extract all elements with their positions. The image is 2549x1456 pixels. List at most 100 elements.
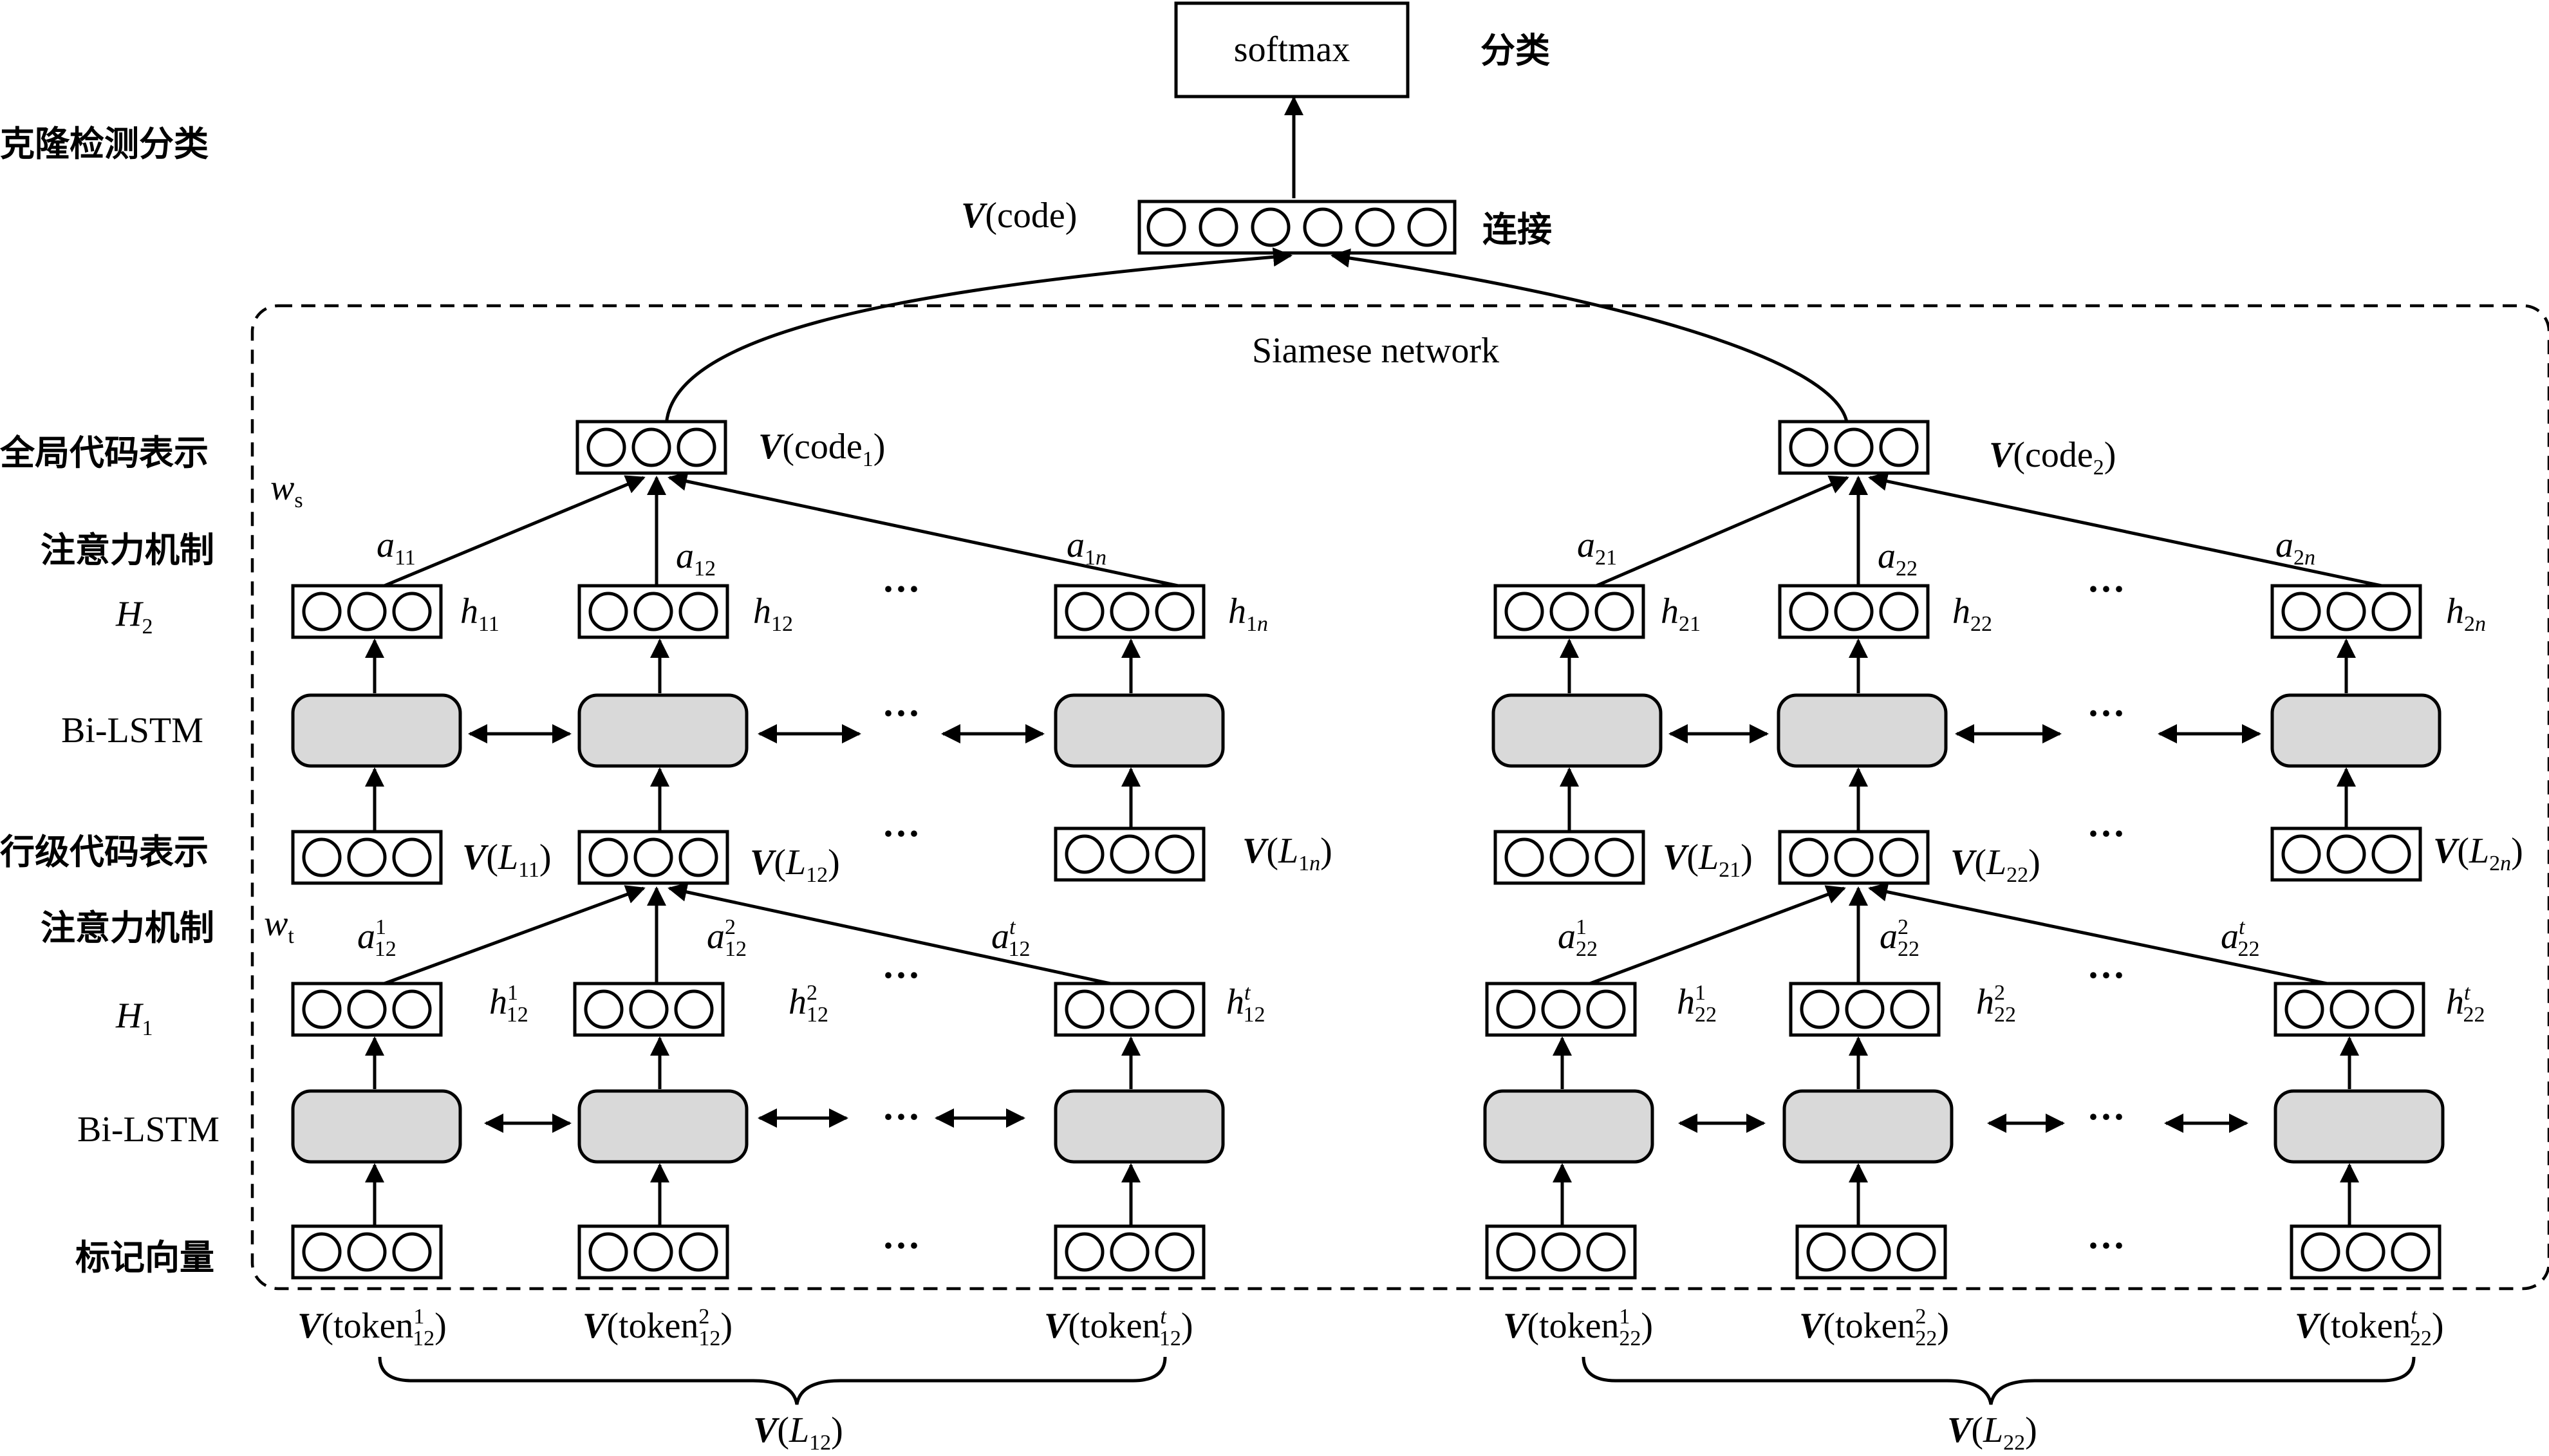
weight-wt: wt <box>264 904 294 948</box>
left-att-bottom-arrow-3 <box>668 882 1111 985</box>
right-h2-label-1: h21 <box>1661 592 1701 636</box>
left-lstm-bottom-cell-3 <box>1054 1089 1225 1164</box>
left-att-top-arrow-3 <box>668 471 1179 588</box>
left-h1-ellipsis: ··· <box>882 954 920 996</box>
right-line-vector-3 <box>2270 826 2422 882</box>
siamese-network-frame <box>250 304 2549 1291</box>
right-h2-vector-2 <box>1778 584 1930 639</box>
svg-text:wt: wt <box>264 904 294 948</box>
right-token-ellipsis: ··· <box>2087 1224 2125 1267</box>
right-code-vector <box>1778 420 1930 475</box>
side-label-attention-bottom: 注意力机制 <box>41 908 214 948</box>
left-lstm-top-ellipsis: ··· <box>882 692 920 734</box>
left-lstm-bottom-ellipsis: ··· <box>882 1096 920 1138</box>
right-h2-label-2: h22 <box>1952 592 1992 636</box>
right-token-vector-2 <box>1795 1224 1947 1280</box>
left-token-ellipsis: ··· <box>882 1224 920 1267</box>
right-lstm-top-ellipsis: ··· <box>2087 692 2125 734</box>
side-label-h1: H1 <box>115 996 153 1040</box>
curve-left-to-concat <box>664 247 1293 429</box>
side-label-bilstm-top: Bi-LSTM <box>61 711 203 751</box>
left-att-bottom-arrow-1 <box>384 885 646 985</box>
right-line-label-2: V(L22) <box>1950 843 2040 887</box>
left-line-vector-1 <box>291 830 443 885</box>
left-h2-label-3: h1n <box>1228 592 1268 636</box>
right-line-label-1: V(L21) <box>1663 837 1753 882</box>
side-label-h2: H2 <box>115 594 153 639</box>
side-label-bilstm-bottom: Bi-LSTM <box>77 1110 219 1150</box>
left-line-label-1: V(L11) <box>462 837 552 882</box>
right-lstm-top-cell-1 <box>1491 693 1663 768</box>
right-att-top-arrow-1 <box>1596 475 1849 588</box>
right-att-bottom-arrow-3 <box>1868 882 2328 985</box>
right-line-ellipsis: ··· <box>2087 812 2125 855</box>
right-h1-ellipsis: ··· <box>2087 954 2125 996</box>
right-lstm-top-cell-3 <box>2270 693 2442 768</box>
left-line-vector-3 <box>1054 826 1206 882</box>
right-h2-label-3: h2n <box>2446 592 2486 636</box>
left-line-vector-2 <box>577 830 729 885</box>
right-token-vector-3 <box>2290 1224 2442 1280</box>
side-label-token-vectors: 标记向量 <box>75 1237 214 1278</box>
svg-text:H1: H1 <box>115 996 153 1040</box>
side-label-clone-detection: 克隆检测分类 <box>0 124 209 164</box>
left-code-vector <box>575 420 727 475</box>
side-label-line-code: 行级代码表示 <box>0 832 209 872</box>
softmax-block: softmax <box>1174 1 1410 98</box>
left-code-label: V(code1) <box>758 427 885 471</box>
right-att-bottom-arrow-1 <box>1589 885 1846 985</box>
vcode-label: V(code) <box>961 196 1077 236</box>
left-token-vector-3 <box>1054 1224 1206 1280</box>
left-h2-vector-2 <box>577 584 729 639</box>
left-lstm-top-cell-1 <box>291 693 462 768</box>
right-h2-vector-1 <box>1493 584 1645 639</box>
siamese-label: Siamese network <box>1252 331 1499 371</box>
left-att-top-arrow-1 <box>384 475 646 588</box>
right-line-vector-1 <box>1493 830 1645 885</box>
right-h1-vector-3 <box>2274 982 2425 1037</box>
left-att-top-a11: a11 <box>377 525 416 570</box>
right-lstm-bottom-cell-1 <box>1483 1089 1654 1164</box>
left-h2-ellipsis: ··· <box>882 568 920 610</box>
right-lstm-bottom-cell-2 <box>1782 1089 1954 1164</box>
right-att-top-arrow-3 <box>1868 471 2382 588</box>
right-att-top-a2n: a2n <box>2275 525 2315 570</box>
concat-vector <box>1137 200 1457 255</box>
curve-right-to-concat <box>1331 248 1849 429</box>
left-lstm-bottom-cell-1 <box>291 1089 462 1164</box>
right-code-label: V(code2) <box>1989 435 2116 480</box>
left-lstm-top-cell-3 <box>1054 693 1225 768</box>
softmax-label: softmax <box>1234 30 1350 70</box>
side-label-attention-top: 注意力机制 <box>41 530 214 570</box>
right-line-label-3: V(L2n) <box>2433 831 2523 875</box>
left-h2-vector-1 <box>291 584 443 639</box>
svg-text:H2: H2 <box>115 594 153 639</box>
svg-text:ws: ws <box>270 468 303 512</box>
left-att-top-a1n: a1n <box>1067 525 1106 570</box>
left-brace-label: V(L12) <box>753 1410 843 1455</box>
left-line-ellipsis: ··· <box>882 812 920 855</box>
left-branch: V(code1) a11 a12 a1n h11 h12 h1n ··· <box>291 420 1332 1455</box>
left-line-label-3: V(L1n) <box>1242 831 1332 875</box>
left-h2-label-1: h11 <box>460 592 500 636</box>
right-line-vector-2 <box>1778 830 1930 885</box>
right-h2-vector-3 <box>2270 584 2422 639</box>
left-h1-vector-2 <box>573 982 725 1037</box>
right-h2-ellipsis: ··· <box>2087 568 2125 610</box>
left-lstm-bottom-cell-2 <box>577 1089 749 1164</box>
